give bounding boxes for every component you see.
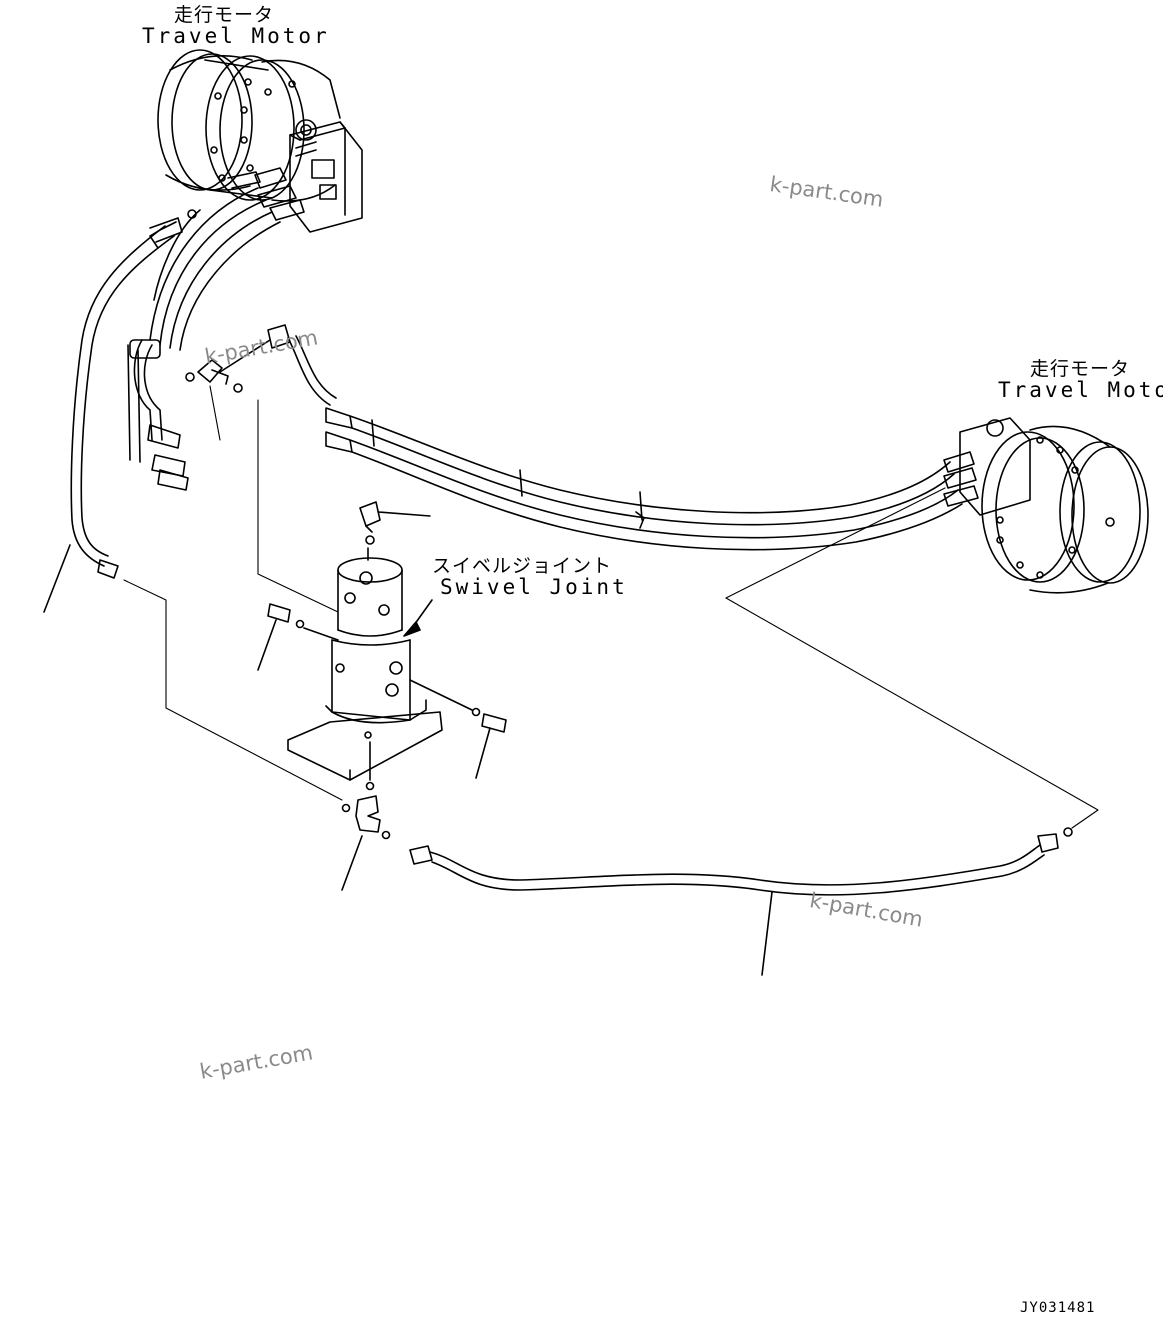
elbow-fitting-top	[359, 501, 431, 561]
drawing-code: JY031481	[1020, 1300, 1096, 1316]
travel-hoses-left	[127, 187, 337, 491]
hose-left-vertical	[43, 209, 197, 613]
swivel-joint	[287, 557, 443, 781]
tee-fitting-bottom	[341, 741, 391, 891]
hose-bottom	[409, 827, 1073, 976]
leader-lines	[123, 385, 1099, 829]
fitting-left	[257, 603, 339, 671]
travel-motor-top-label-ja: 走行モータ	[174, 4, 275, 26]
travel-motor-right	[943, 417, 1149, 594]
travel-hose-bundle	[325, 407, 963, 551]
swivel-joint-label-en: Swivel Joint	[440, 575, 628, 599]
swivel-joint-label-ja: スイベルジョイント	[432, 555, 613, 577]
travel-motor-right-label-ja: 走行モータ	[1030, 358, 1131, 380]
travel-motor-left	[157, 49, 363, 233]
fitting-right	[409, 679, 507, 779]
travel-motor-top-label-en: Travel Motor	[142, 24, 330, 48]
travel-motor-right-label-en: Travel Motor	[998, 378, 1163, 402]
